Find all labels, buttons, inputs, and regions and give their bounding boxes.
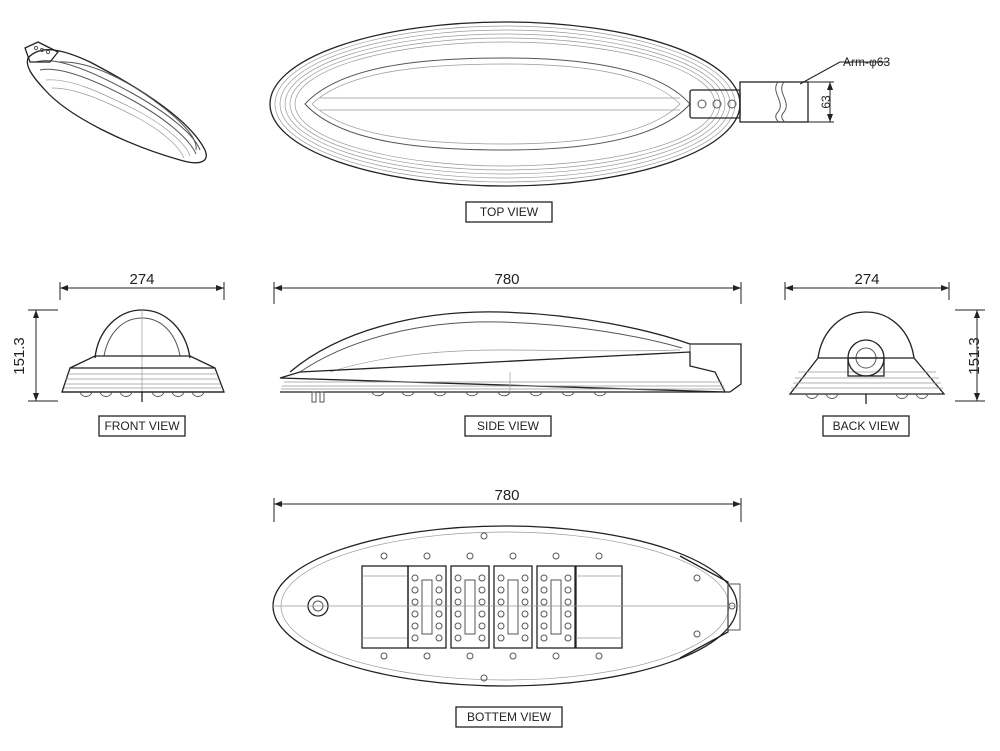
- bottom-length-dimension: 780: [494, 487, 519, 504]
- top-view-label-box: [465, 201, 553, 223]
- top-view: [269, 21, 888, 187]
- side-length-dimension: 780: [494, 271, 519, 288]
- side-view-label: SIDE VIEW: [477, 419, 540, 433]
- top-view-label: TOP VIEW: [480, 205, 539, 219]
- front-height-dimension: 151.3: [11, 337, 28, 375]
- back-view: [784, 282, 985, 404]
- back-height-dimension: 151.3: [966, 337, 983, 375]
- back-width-dimension: 274: [854, 271, 879, 288]
- bottom-view: [272, 498, 742, 687]
- front-view-label: FRONT VIEW: [104, 419, 180, 433]
- led-module-1: [407, 565, 447, 649]
- bottom-view-label-box: [455, 706, 563, 728]
- back-view-label: BACK VIEW: [833, 419, 900, 433]
- led-module-3: [493, 565, 533, 649]
- front-view-label-box: [98, 415, 186, 437]
- bottom-view-label: BOTTEM VIEW: [467, 710, 552, 724]
- side-view-label-box: [464, 415, 552, 437]
- isometric-view: [24, 41, 207, 164]
- arm-diameter-label: Arm-φ63: [843, 55, 890, 69]
- mounting-screws: [380, 532, 736, 682]
- front-width-dimension: 274: [129, 271, 154, 288]
- side-view: [273, 282, 742, 403]
- arm-size-label: 63: [819, 95, 833, 109]
- led-module-2: [450, 565, 490, 649]
- front-view: [28, 282, 225, 402]
- back-view-label-box: [822, 415, 910, 437]
- led-module-4: [536, 565, 576, 649]
